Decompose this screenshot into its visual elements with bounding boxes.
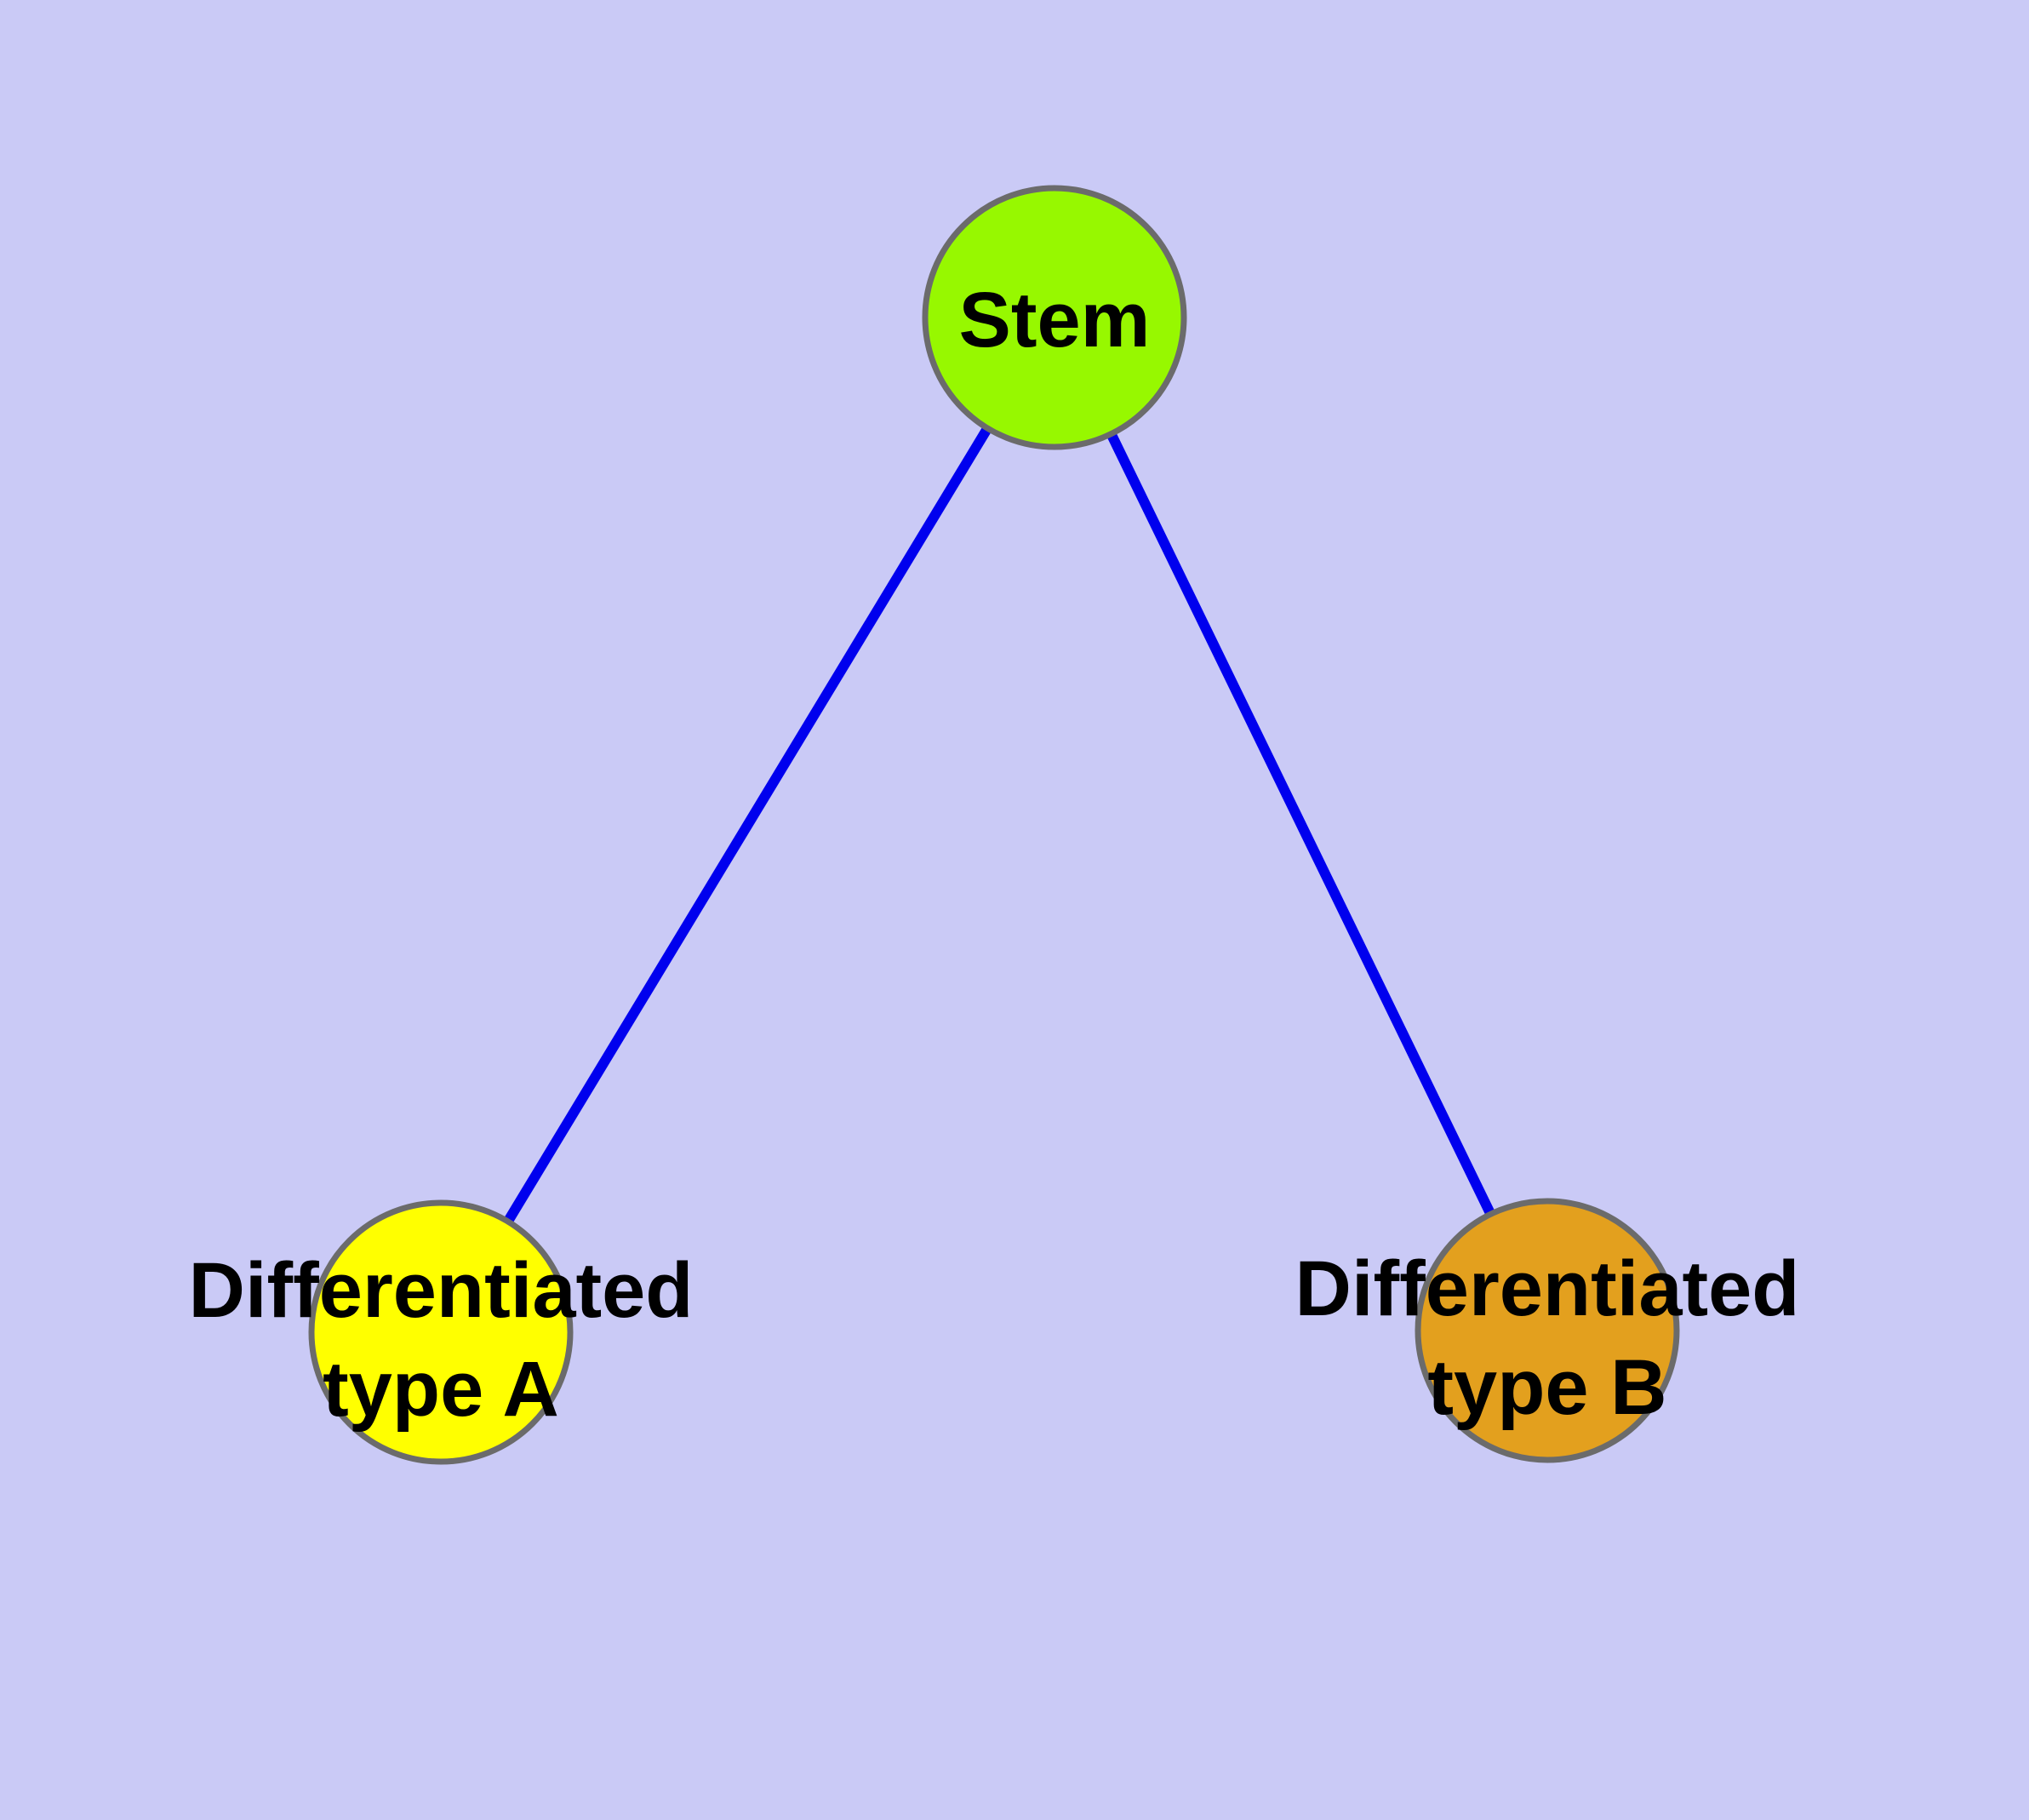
node-type-b-circle[interactable]: [1415, 1198, 1680, 1463]
node-stem-label: Stem: [959, 277, 1151, 363]
node-type-a-circle[interactable]: [308, 1199, 574, 1465]
edge-stem-to-type-b: [1049, 315, 1552, 1333]
node-type-b-label-line2: type B: [1427, 1344, 1666, 1431]
node-type-a-label-line1: Differentiated: [189, 1247, 694, 1334]
node-differentiated-type-a: Differentiated type A: [189, 1199, 694, 1465]
node-stem: Stem: [922, 185, 1187, 450]
node-type-a-label-line2: type A: [323, 1346, 559, 1433]
node-type-b-label-line1: Differentiated: [1295, 1245, 1800, 1332]
node-differentiated-type-b: Differentiated type B: [1295, 1198, 1800, 1463]
edge-stem-to-type-a: [436, 314, 1060, 1336]
node-stem-circle[interactable]: [922, 185, 1187, 450]
